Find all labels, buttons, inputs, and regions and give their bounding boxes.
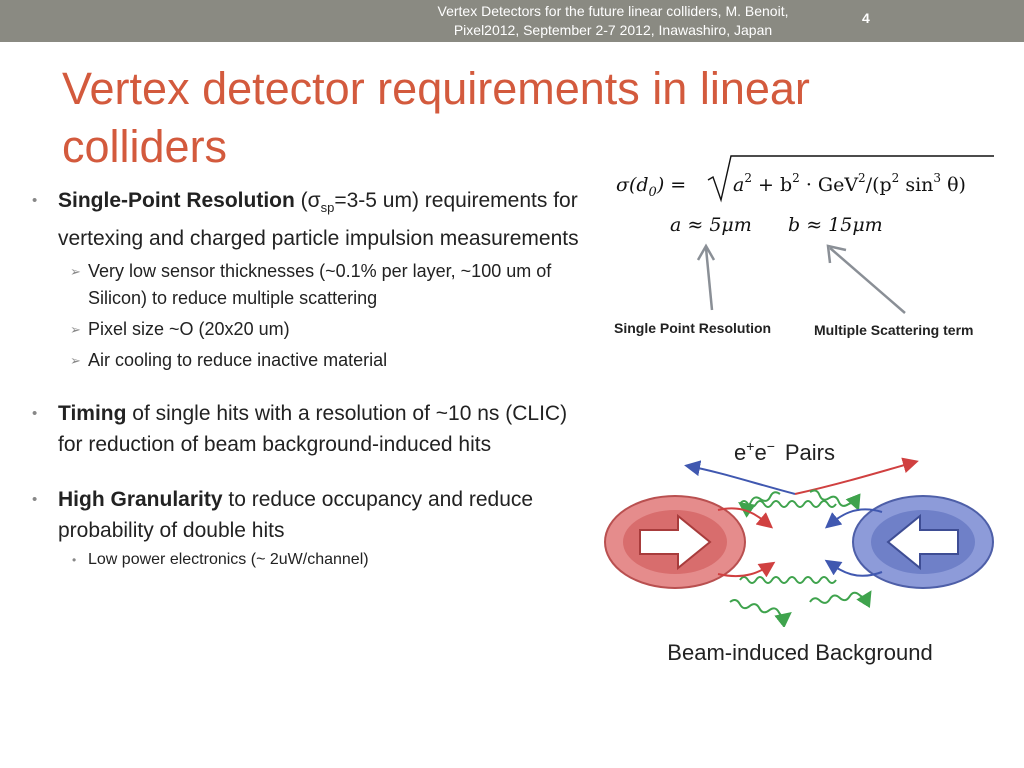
- right-arrow-icon: [639, 513, 712, 571]
- beam-background-diagram: e+e−Pairs: [604, 438, 994, 627]
- photon-wave-left: [729, 599, 792, 627]
- label-single-point-resolution: Single Point Resolution: [614, 320, 772, 336]
- bullet-list: • Single-Point Resolution (σsp=3-5 um) r…: [30, 185, 590, 572]
- sub-bullet-text: Very low sensor thicknesses (~0.1% per l…: [88, 261, 552, 309]
- arrowhead-icon: [826, 244, 847, 264]
- bullet-text: to reduce occupancy and reduce probabili…: [58, 488, 534, 543]
- left-arrow-icon: [886, 513, 959, 571]
- sub-bullet-pixel-size: ➢ Pixel size ~O (20x20 um): [30, 316, 590, 343]
- sub-bullet-text: Pixel size ~O (20x20 um): [88, 319, 290, 340]
- photon-wave-upper: [739, 500, 837, 508]
- photon-wave-lower: [739, 576, 837, 584]
- deflected-track-blue-top: [824, 508, 883, 529]
- header-bar: Vertex Detectors for the future linear c…: [0, 0, 1024, 42]
- bullet-bold-term: Single-Point Resolution: [58, 189, 295, 212]
- spacer: [30, 374, 590, 398]
- arrow-to-a: [704, 247, 714, 311]
- formula-arrows: [696, 243, 906, 314]
- sub-bullet-text: Low power electronics (~ 2uW/channel): [88, 551, 369, 569]
- pairs-label: e+e−Pairs: [734, 438, 835, 465]
- bullet-high-granularity: • High Granularity to reduce occupancy a…: [30, 484, 590, 546]
- sub-bullet-low-power: • Low power electronics (~ 2uW/channel): [30, 548, 590, 572]
- formula-lhs: σ(d0) =: [616, 174, 686, 200]
- bullet-paren-text: (σ: [294, 189, 321, 212]
- title-line-1: Vertex detector requirements in linear: [62, 63, 810, 114]
- sigma-subscript: sp: [320, 200, 335, 216]
- header-line-2: Pixel2012, September 2-7 2012, Inawashir…: [453, 22, 773, 38]
- a-approx: a ≈ 5μm: [670, 214, 752, 236]
- sub-bullet-text: Air cooling to reduce inactive material: [88, 350, 388, 371]
- bullet-single-point-resolution: • Single-Point Resolution (σsp=3-5 um) r…: [30, 185, 590, 254]
- resolution-formula: σ(d0) = a2 + b2 · GeV2/(p2 sin3 θ) a ≈ 5…: [616, 155, 994, 236]
- photon-wave-topright: [809, 489, 861, 512]
- title-line-2: colliders: [62, 121, 228, 172]
- header-line-1: Vertex Detectors for the future linear c…: [437, 3, 789, 19]
- pair-track-blue: [684, 460, 796, 495]
- header-citation: Vertex Detectors for the future linear c…: [388, 2, 838, 40]
- photon-wave-topleft: [738, 491, 781, 518]
- bullet-text: of single hits with a resolution of ~10 …: [58, 402, 568, 457]
- arrow-to-b: [829, 247, 906, 314]
- bullet-bold-term: Timing: [58, 402, 127, 426]
- diagram-caption: Beam-induced Background: [667, 640, 933, 665]
- page-number: 4: [862, 10, 870, 26]
- bullet-dot: •: [72, 553, 77, 568]
- sub-bullet-thickness: ➢ Very low sensor thicknesses (~0.1% per…: [30, 258, 590, 312]
- deflected-track-blue-bottom: [824, 559, 883, 577]
- pair-track-red: [794, 457, 919, 495]
- sub-bullet-air-cooling: ➢ Air cooling to reduce inactive materia…: [30, 347, 590, 374]
- bullet-dot: •: [32, 405, 38, 423]
- bullet-text: =3-5 um) requirements for vertexing and …: [58, 189, 579, 251]
- sqrt-sign: [707, 155, 994, 203]
- deflected-track-red-bottom: [717, 561, 776, 578]
- deflected-track-red-top: [717, 507, 774, 529]
- formula-radicand: a2 + b2 · GeV2/(p2 sin3 θ): [733, 171, 966, 196]
- bullet-bold-term: High Granularity: [58, 488, 223, 512]
- b-approx: b ≈ 15μm: [788, 214, 883, 236]
- bullet-dot: •: [32, 192, 38, 209]
- slide-title: Vertex detector requirements in linear c…: [62, 60, 912, 176]
- photon-wave-right: [809, 590, 872, 609]
- arrow-bullet-icon: ➢: [70, 353, 81, 369]
- arrow-bullet-icon: ➢: [70, 322, 81, 338]
- bullet-timing: • Timing of single hits with a resolutio…: [30, 398, 590, 460]
- label-multiple-scattering: Multiple Scattering term: [814, 322, 974, 338]
- spacer: [30, 460, 590, 484]
- arrowhead-icon: [696, 243, 716, 261]
- arrow-bullet-icon: ➢: [70, 264, 81, 280]
- bullet-dot: •: [32, 491, 38, 509]
